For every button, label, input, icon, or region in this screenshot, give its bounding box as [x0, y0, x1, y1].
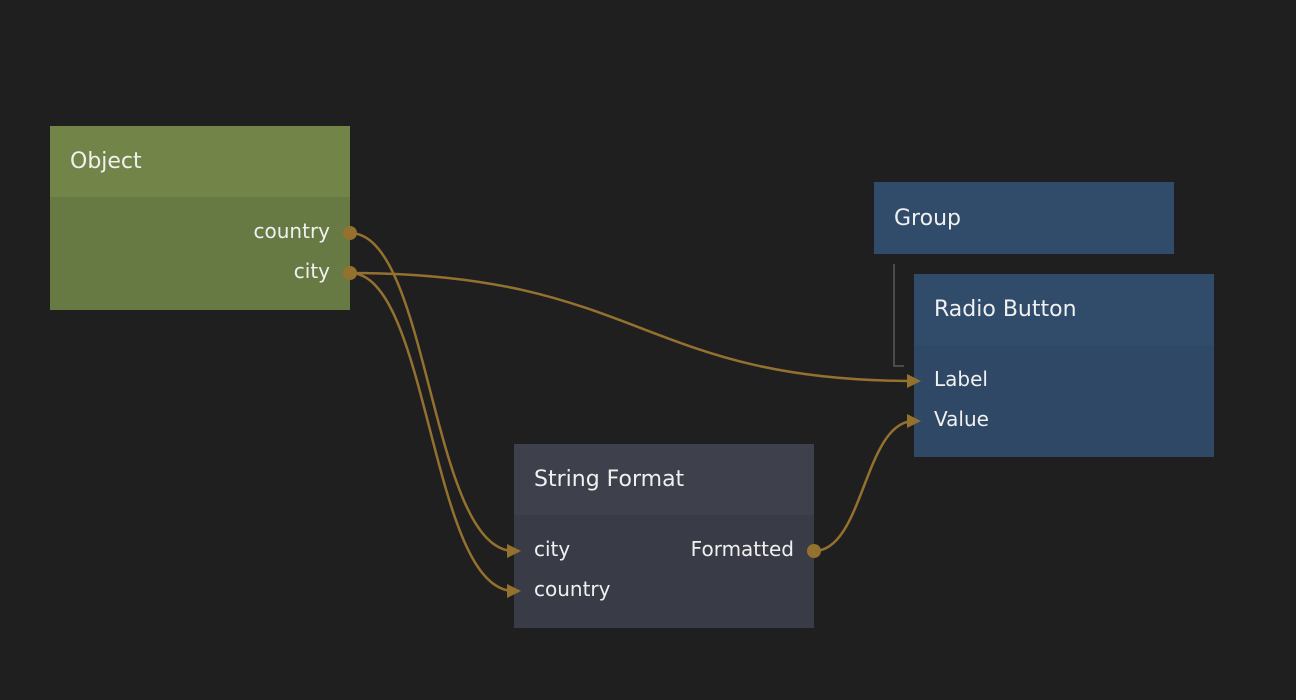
- string-format-node-title: String Format: [534, 467, 685, 492]
- object-node-title: Object: [70, 149, 142, 174]
- group-node[interactable]: Group: [874, 182, 1174, 254]
- wire-country-to-format-city[interactable]: [349, 231, 515, 553]
- object-output-country[interactable]: country: [253, 219, 330, 243]
- radio-button-node-title: Radio Button: [934, 297, 1077, 322]
- wire-city-to-format-country[interactable]: [349, 271, 515, 593]
- string-format-node-body: city country Formatted: [514, 515, 814, 628]
- format-input-city[interactable]: city: [534, 537, 571, 561]
- string-format-node-header[interactable]: String Format: [514, 444, 814, 515]
- object-output-city[interactable]: city: [293, 259, 330, 283]
- object-node-header[interactable]: Object: [50, 126, 350, 197]
- object-node[interactable]: Object country city: [50, 126, 350, 310]
- wire-formatted-to-value[interactable]: [813, 419, 915, 553]
- group-node-header[interactable]: Group: [874, 182, 1174, 254]
- object-node-body: country city: [50, 197, 350, 310]
- format-input-country[interactable]: country: [534, 577, 611, 601]
- radio-input-value[interactable]: Value: [934, 407, 989, 431]
- radio-input-label[interactable]: Label: [934, 367, 988, 391]
- radio-button-node[interactable]: Radio Button Label Value: [914, 274, 1214, 457]
- group-node-title: Group: [894, 205, 961, 231]
- hierarchy-line: [893, 264, 904, 367]
- wire-city-to-label[interactable]: [349, 271, 915, 383]
- string-format-node[interactable]: String Format city country Formatted: [514, 444, 814, 628]
- radio-button-node-body: Label Value: [914, 345, 1214, 457]
- format-output-formatted[interactable]: Formatted: [690, 537, 794, 561]
- radio-button-node-header[interactable]: Radio Button: [914, 274, 1214, 345]
